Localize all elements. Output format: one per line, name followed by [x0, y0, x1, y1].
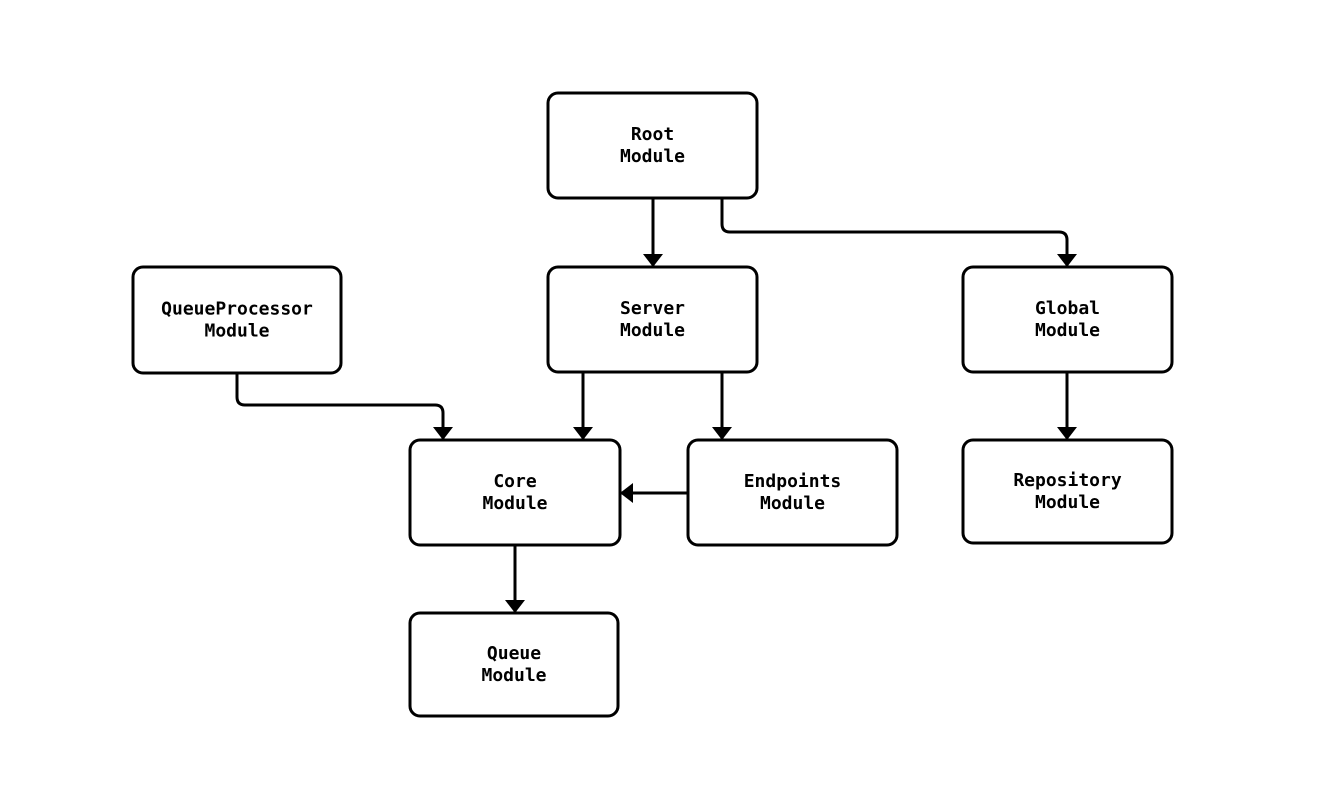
node-root-box — [546, 91, 759, 200]
node-core-box — [408, 438, 622, 547]
edge-queueprocessor-to-core — [235, 373, 453, 440]
node-server-box — [546, 265, 759, 374]
node-queue-box — [408, 611, 620, 718]
node-queueprocessor-box — [131, 265, 343, 375]
node-global-box — [961, 265, 1174, 374]
edge-root-to-global — [720, 198, 1077, 267]
node-endpoints-box — [686, 438, 899, 547]
node-repository-box — [961, 438, 1174, 545]
